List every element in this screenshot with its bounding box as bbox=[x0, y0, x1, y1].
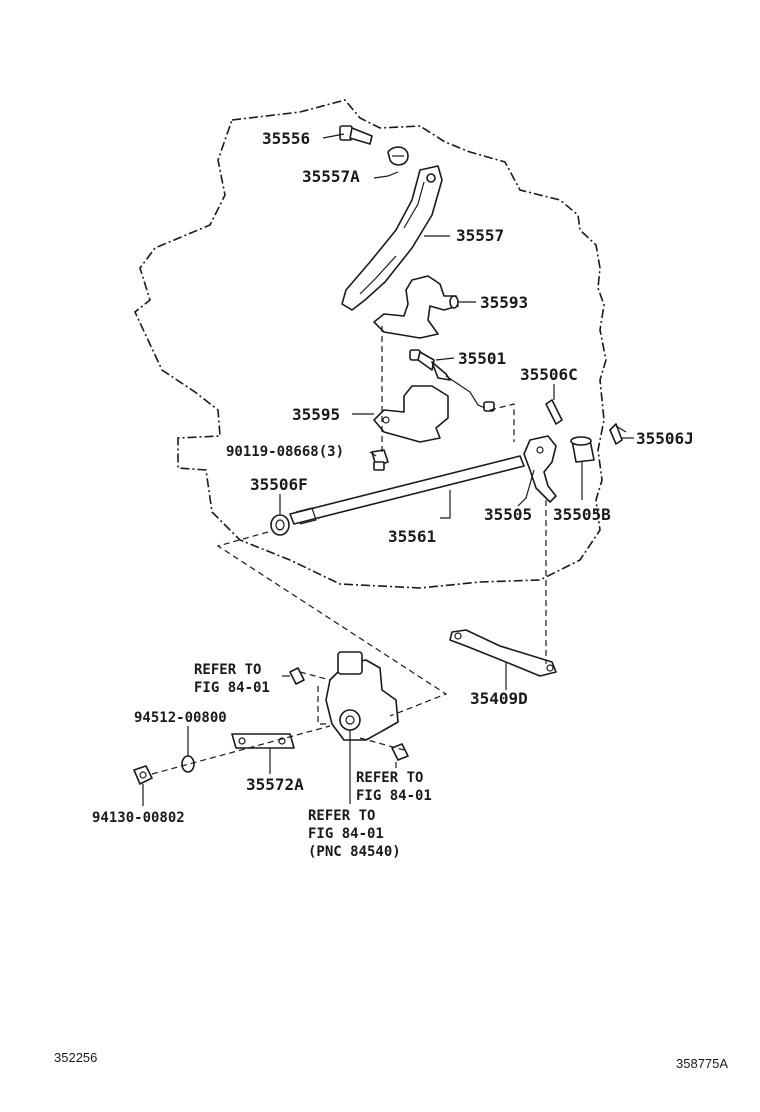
washer-94512 bbox=[181, 755, 195, 773]
seal-35506F bbox=[270, 514, 290, 536]
label-35505: 35505 bbox=[484, 505, 532, 524]
label-35409D: 35409D bbox=[470, 689, 528, 708]
link-35409D bbox=[449, 629, 557, 677]
label-94130: 94130-00802 bbox=[92, 810, 185, 826]
pin-35506C bbox=[545, 399, 563, 425]
label-35593: 35593 bbox=[480, 293, 528, 312]
leader-90119 bbox=[369, 451, 377, 457]
refer-note-2-line2: FIG 84-01 bbox=[356, 788, 432, 804]
dash-line-8 bbox=[299, 671, 331, 681]
leader-35561 bbox=[440, 490, 451, 519]
bolt-refer-1 bbox=[289, 667, 305, 685]
dash-line-2 bbox=[489, 403, 515, 442]
label-35501: 35501 bbox=[458, 349, 506, 368]
nut-94130 bbox=[133, 765, 153, 785]
footer-left-code: 352256 bbox=[54, 1050, 97, 1065]
shaft-35561 bbox=[289, 455, 525, 525]
footer-right-code: 358775A bbox=[676, 1056, 728, 1071]
bolt-90119 bbox=[371, 449, 389, 471]
label-35505B: 35505B bbox=[553, 505, 611, 524]
label-35557A: 35557A bbox=[302, 167, 360, 186]
lever-35557 bbox=[341, 165, 443, 311]
bracket-35593 bbox=[373, 275, 459, 339]
rod-35501 bbox=[409, 349, 495, 412]
label-35595: 35595 bbox=[292, 405, 340, 424]
dash-line-6 bbox=[151, 725, 331, 775]
leader-35556 bbox=[322, 133, 345, 139]
label-35572A: 35572A bbox=[246, 775, 304, 794]
neutral-start-switch bbox=[325, 651, 399, 741]
refer-note-2-line1: REFER TO bbox=[356, 770, 423, 786]
transmission-case-outline bbox=[134, 99, 607, 589]
label-35557: 35557 bbox=[456, 226, 504, 245]
leader-35557A bbox=[373, 171, 399, 179]
lever-35505 bbox=[523, 435, 557, 503]
bracket-35572A bbox=[231, 733, 295, 749]
label-35506F: 35506F bbox=[250, 475, 308, 494]
label-35556: 35556 bbox=[262, 129, 310, 148]
leader-35505 bbox=[517, 469, 535, 507]
refer-note-3-line1: REFER TO bbox=[308, 808, 375, 824]
dash-line-5 bbox=[317, 686, 330, 725]
label-94512: 94512-00800 bbox=[134, 710, 227, 726]
plate-35595 bbox=[373, 385, 449, 443]
bolt-35556 bbox=[339, 125, 373, 145]
bushing-35505B bbox=[570, 436, 595, 463]
label-35506J: 35506J bbox=[636, 429, 694, 448]
clip-35506J bbox=[609, 423, 627, 445]
refer-note-3-line2: FIG 84-01 bbox=[308, 826, 384, 842]
dash-line-4 bbox=[216, 531, 448, 717]
refer-note-1-line2: FIG 84-01 bbox=[194, 680, 270, 696]
bolt-refer-2 bbox=[391, 743, 409, 761]
refer-note-1-line1: REFER TO bbox=[194, 662, 261, 678]
clip-35557A bbox=[387, 146, 409, 166]
label-90119: 90119-08668(3) bbox=[226, 444, 344, 460]
dash-line-7 bbox=[359, 737, 405, 751]
label-35506C: 35506C bbox=[520, 365, 578, 384]
refer-note-3-line3: (PNC 84540) bbox=[308, 844, 401, 860]
leader-35501 bbox=[435, 357, 455, 361]
label-35561: 35561 bbox=[388, 527, 436, 546]
